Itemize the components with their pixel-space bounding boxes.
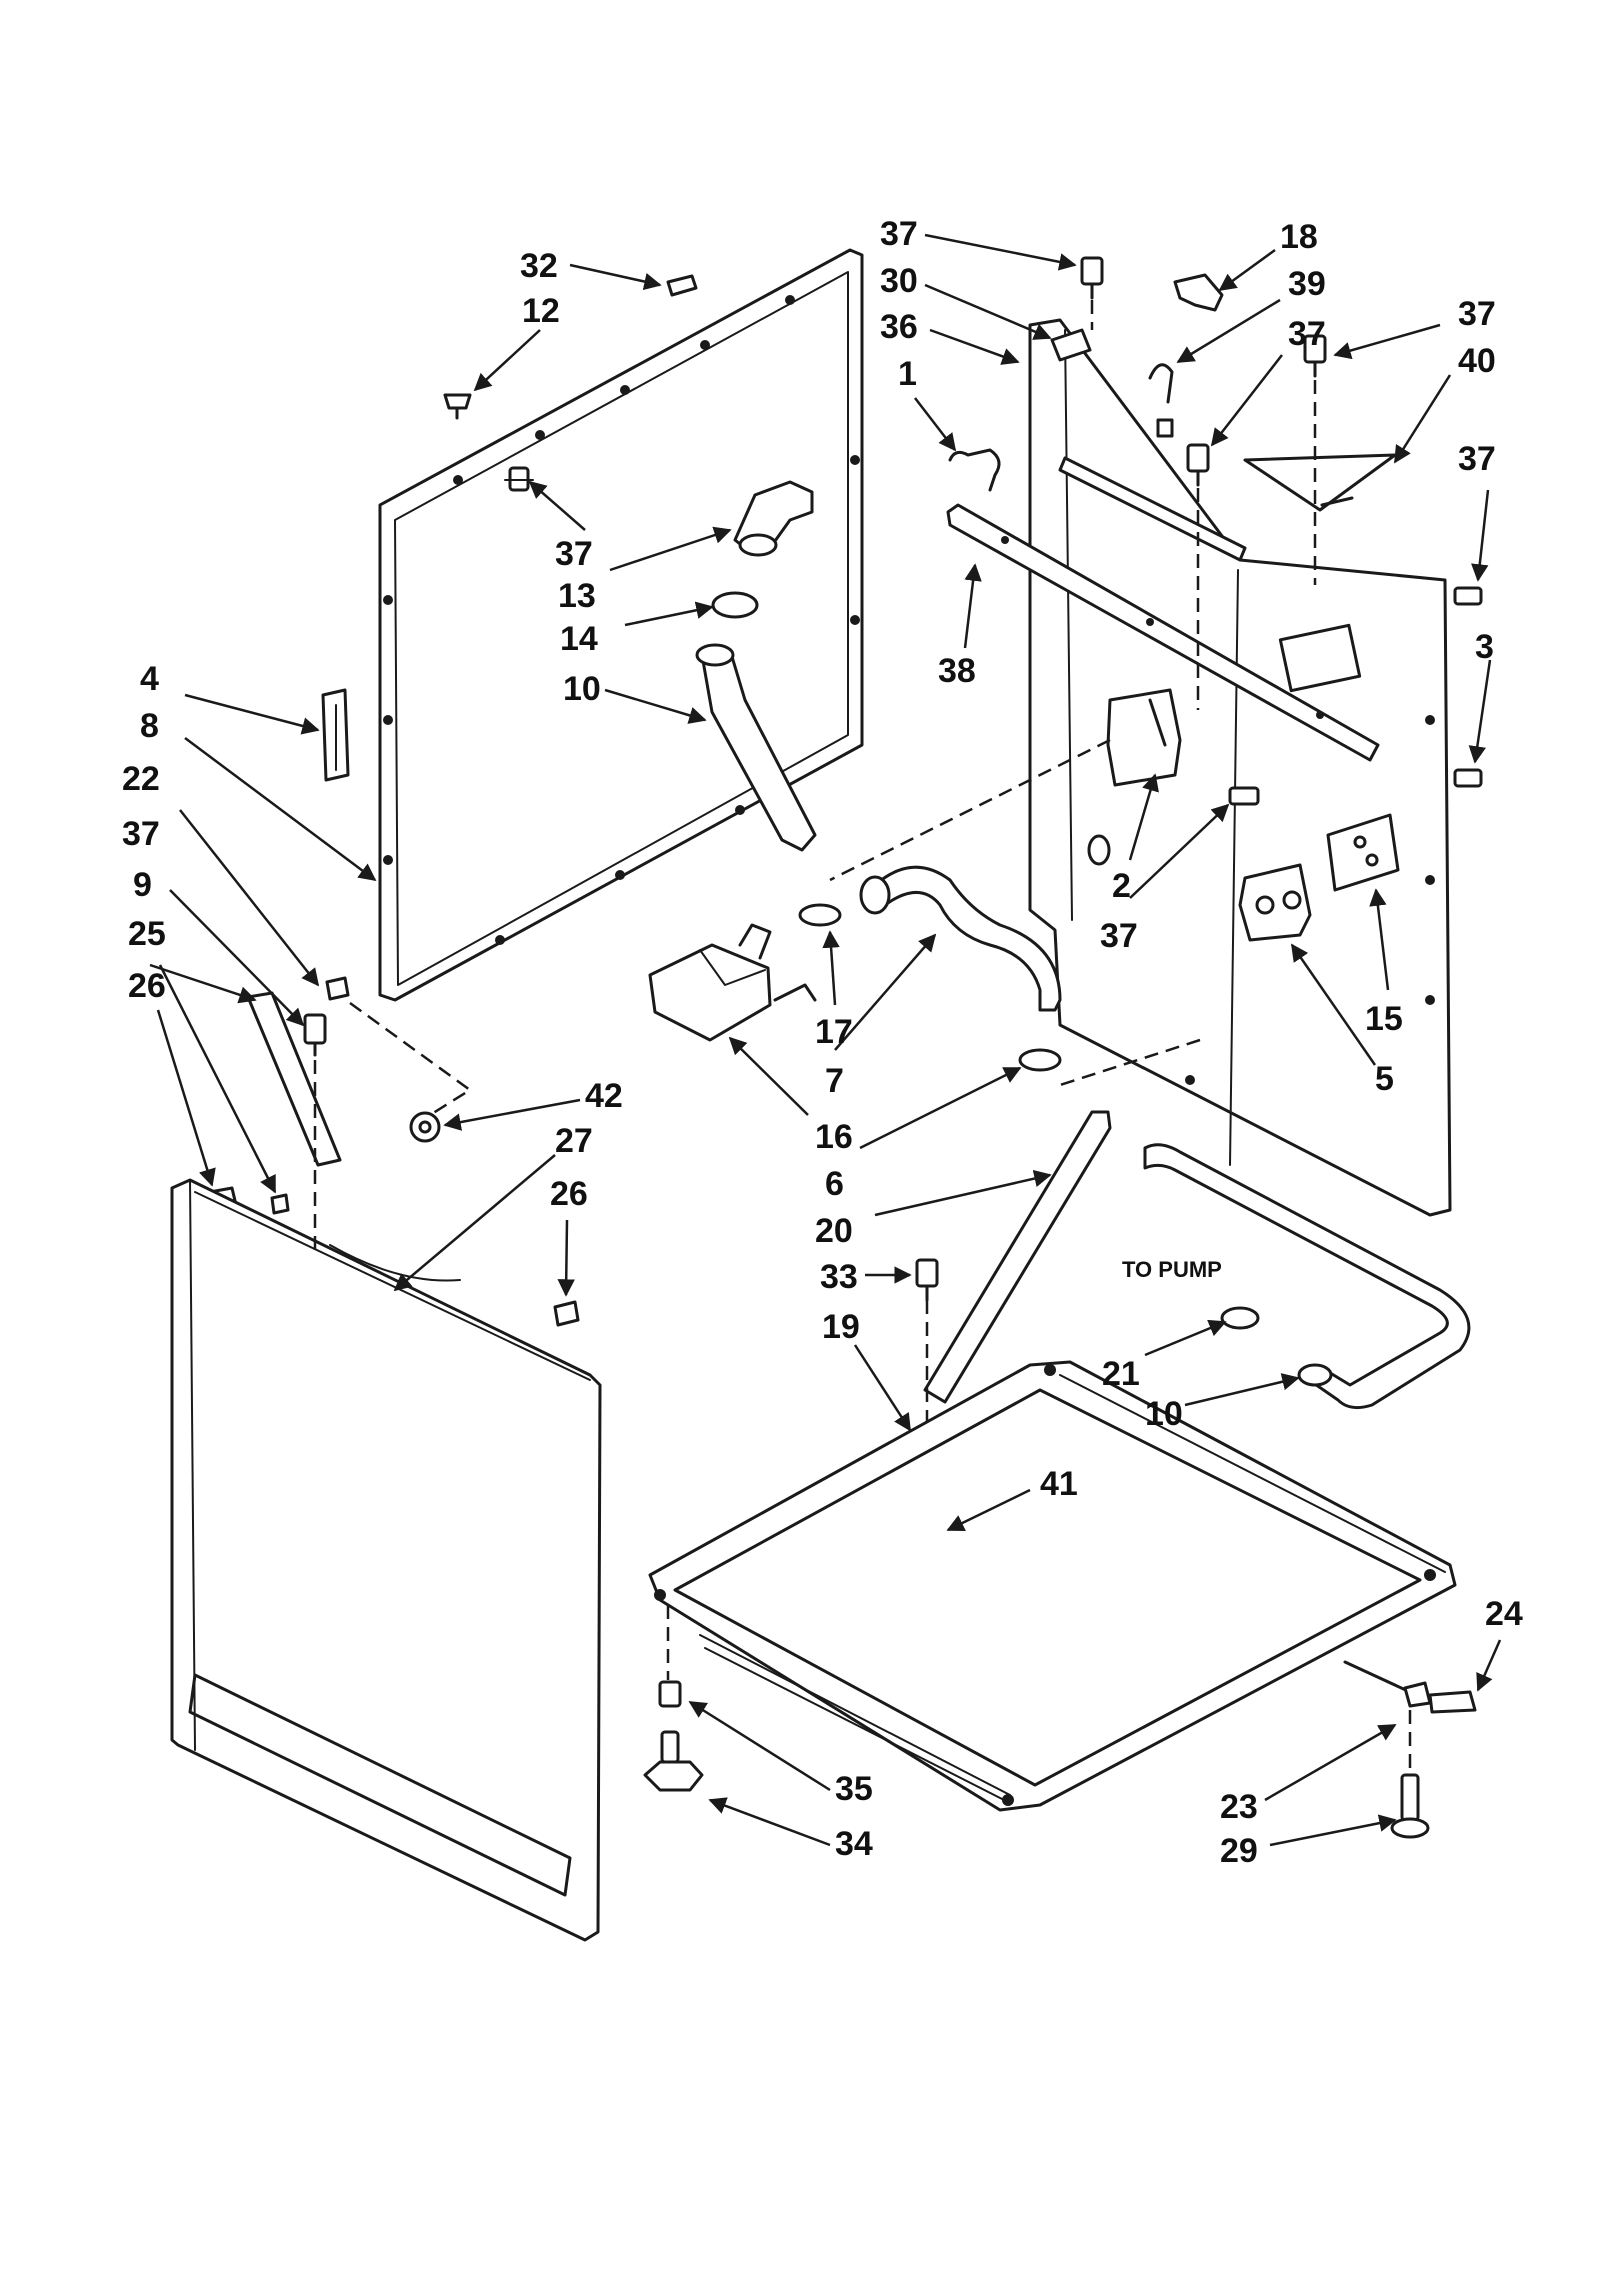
part-5-water-valve [1238, 863, 1312, 942]
callout-19: 19 [822, 1308, 860, 1346]
callout-27: 27 [555, 1122, 593, 1160]
part-17-clamp [798, 903, 842, 927]
part-42-nut [409, 1111, 441, 1143]
part-6-clamp [1018, 1048, 1062, 1072]
part-10-hose-lower [1143, 1143, 1471, 1410]
callout-41: 41 [1040, 1465, 1078, 1503]
part-38-bracket [946, 503, 1380, 762]
part-24-clip [1428, 1690, 1477, 1714]
callout-30: 30 [880, 262, 918, 300]
part-33-screw [915, 1258, 939, 1302]
callout-1: 1 [898, 355, 917, 393]
part-35-nut [658, 1680, 682, 1708]
callout-37: 37 [1458, 440, 1496, 478]
callout-15: 15 [1365, 1000, 1403, 1038]
callout-24: 24 [1485, 1595, 1523, 1633]
leader-lines [149, 233, 1502, 1847]
part-21-clamp [1220, 1306, 1260, 1330]
callout-18: 18 [1280, 218, 1318, 256]
callout-8: 8 [140, 707, 159, 745]
part-40-shield [1243, 453, 1397, 512]
part-3-screw [1453, 768, 1483, 788]
part-37-screw-mid [1186, 443, 1210, 487]
callout-34: 34 [835, 1825, 873, 1863]
part-15-bracket [1326, 813, 1400, 892]
callout-7: 7 [825, 1062, 844, 1100]
callout-26: 26 [128, 967, 166, 1005]
callout-3: 3 [1475, 628, 1494, 666]
callout-16: 16 [815, 1118, 853, 1156]
callout-37: 37 [122, 815, 160, 853]
part-32-clip [666, 274, 698, 297]
callout-2: 2 [1112, 867, 1131, 905]
part-16-dispenser [648, 923, 817, 1042]
callout-38: 38 [938, 652, 976, 690]
callout-labels: 32 12 37 13 14 10 4 8 22 37 9 25 26 42 2… [122, 215, 1523, 1870]
part-39-wire-clip [1148, 363, 1174, 438]
part-23-wire-bracket [1343, 1660, 1432, 1708]
callout-40: 40 [1458, 342, 1496, 380]
callout-22: 22 [122, 760, 160, 798]
part-37-screw-valve [1228, 786, 1260, 806]
part-26-clip-right [553, 1300, 580, 1327]
callout-5: 5 [1375, 1060, 1394, 1098]
part-1-wire-clip [948, 448, 1001, 492]
callout-13: 13 [558, 577, 596, 615]
rear-panel-holes [383, 295, 860, 945]
part-34-leveling-foot [643, 1730, 704, 1792]
rear-panel [378, 248, 864, 1002]
part-10-hose-upper [695, 643, 817, 852]
part-12-push-pin [443, 393, 472, 420]
part-13-hose-elbow [733, 480, 814, 557]
callout-23: 23 [1220, 1788, 1258, 1826]
part-20-brace [923, 1110, 1112, 1404]
part-18-bracket [1173, 273, 1224, 312]
callout-9: 9 [133, 866, 152, 904]
callout-42: 42 [585, 1077, 623, 1115]
callout-37: 37 [880, 215, 918, 253]
callout-14: 14 [560, 620, 598, 658]
callout-37: 37 [1458, 295, 1496, 333]
part-25-clip [270, 1193, 290, 1215]
callout-26: 26 [550, 1175, 588, 1213]
callout-20: 20 [815, 1212, 853, 1250]
callout-12: 12 [522, 292, 560, 330]
part-37-screw-rear-panel [504, 466, 534, 492]
part-37-screw-right-side [1453, 586, 1483, 606]
callout-29: 29 [1220, 1832, 1258, 1870]
callout-37: 37 [555, 535, 593, 573]
callout-37: 37 [1288, 315, 1326, 353]
callout-10: 10 [563, 670, 601, 708]
callout-4: 4 [140, 660, 159, 698]
callout-36: 36 [880, 308, 918, 346]
part-7-hose [859, 865, 1062, 1012]
callout-33: 33 [820, 1258, 858, 1296]
part-9-strap [246, 991, 342, 1167]
note-to-pump: TO PUMP [1122, 1257, 1222, 1282]
part-37-screw-left [303, 1013, 327, 1057]
callout-21: 21 [1102, 1355, 1140, 1393]
part-22-clip [325, 976, 350, 1001]
callout-17: 17 [815, 1013, 853, 1051]
callout-37: 37 [1100, 917, 1138, 955]
part-29-leveling-foot [1390, 1773, 1430, 1839]
part-14-clamp [711, 591, 759, 619]
part-19-base-frame [648, 1360, 1457, 1812]
callout-6: 6 [825, 1165, 844, 1203]
part-2-bracket [1106, 688, 1182, 787]
callout-39: 39 [1288, 265, 1326, 303]
part-30-clip [1050, 328, 1092, 362]
callout-10: 10 [1145, 1395, 1183, 1433]
callout-35: 35 [835, 1770, 873, 1808]
part-37-screw-top [1080, 256, 1104, 300]
part-4-block [321, 688, 350, 782]
part-37-screw-right-top [1303, 334, 1327, 378]
callout-32: 32 [520, 247, 558, 285]
part-27-front-panel [170, 1178, 602, 1942]
callout-25: 25 [128, 915, 166, 953]
